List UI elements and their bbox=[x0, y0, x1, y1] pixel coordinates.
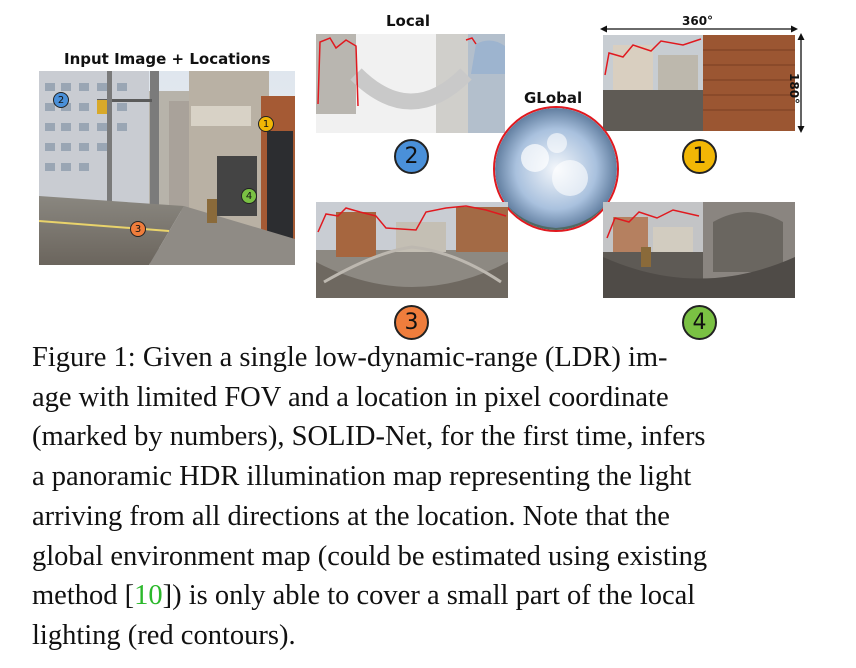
panel-number-4: 4 bbox=[682, 305, 717, 340]
caption-line-3: (marked by numbers), SOLID-Net, for the … bbox=[32, 421, 706, 453]
height-degrees-label: 180° bbox=[787, 73, 801, 105]
panel-number-2: 2 bbox=[394, 139, 429, 174]
input-street-image bbox=[39, 71, 295, 265]
citation-link[interactable]: 10 bbox=[134, 580, 163, 612]
caption-line-8: lighting (red contours). bbox=[32, 619, 296, 651]
input-image-title: Input Image + Locations bbox=[64, 50, 271, 68]
height-arrow bbox=[797, 33, 805, 133]
location-marker-4: 4 bbox=[241, 188, 257, 204]
caption-line-4: a panoramic HDR illumination map represe… bbox=[32, 461, 692, 493]
panorama-location-2 bbox=[316, 34, 505, 133]
local-title: Local bbox=[386, 12, 431, 30]
width-arrow bbox=[600, 25, 798, 33]
caption-line-6: global environment map (could be estimat… bbox=[32, 540, 708, 572]
width-degrees-label: 360° bbox=[682, 14, 714, 28]
panel-number-1: 1 bbox=[682, 139, 717, 174]
caption-line-7: method [10]) is only able to cover a sma… bbox=[32, 580, 696, 612]
panorama-location-4 bbox=[603, 202, 795, 298]
panel-number-3: 3 bbox=[394, 305, 429, 340]
location-marker-2: 2 bbox=[53, 92, 69, 108]
global-title: GLobal bbox=[524, 89, 583, 107]
caption-line-2: age with limited FOV and a location in p… bbox=[32, 381, 669, 413]
caption-line-5: arriving from all directions at the loca… bbox=[32, 500, 670, 532]
location-marker-1: 1 bbox=[258, 116, 274, 132]
caption-line-1: Figure 1: Given a single low-dynamic-ran… bbox=[32, 342, 668, 373]
global-environment-sphere bbox=[493, 106, 619, 232]
panorama-location-1 bbox=[603, 35, 795, 131]
panorama-location-3 bbox=[316, 202, 508, 298]
location-marker-3: 3 bbox=[130, 221, 146, 237]
figure-caption: Figure 1: Given a single low-dynamic-ran… bbox=[32, 338, 824, 656]
